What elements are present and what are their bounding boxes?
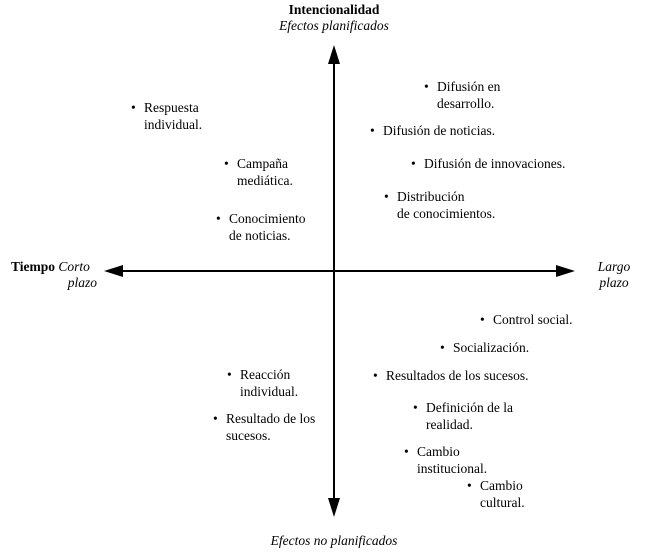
item-line: desarrollo. [437,96,495,111]
item-resultados-sucesos: • Resultados de los sucesos. [373,367,529,384]
item-line: Campaña [237,156,288,171]
bullet: • [413,400,418,415]
item-line: mediática. [237,173,293,188]
bullet: • [216,211,221,226]
item-line: Definición de la [426,400,513,415]
item-line: institucional. [417,461,488,476]
bullet: • [411,156,416,171]
item-line: Resultado de los [226,411,316,426]
item-line: Conocimiento [229,211,306,226]
item-line: realidad. [426,417,473,432]
axis-arrow-up [328,45,340,64]
axis-right-sub1: Largo [597,259,631,274]
item-line: Cambio [417,444,460,459]
item-line: Cambio [480,478,523,493]
item-control-social: • Control social. [480,311,573,328]
item-definicion-realidad: • Definición de la realidad. [413,399,513,433]
item-respuesta-individual: • Respuesta individual. [131,99,203,133]
item-conocimiento-noticias: • Conocimiento de noticias. [216,210,306,244]
item-campana-mediatica: • Campaña mediática. [224,155,293,189]
axis-top-subtitle: Efectos planificados [279,18,389,33]
axis-arrow-down [328,498,340,517]
item-reaccion-individual: • Reacción individual. [227,366,299,400]
item-line: individual. [144,117,203,132]
item-socializacion: • Socialización. [440,339,530,356]
item-line: de noticias. [229,228,291,243]
item-line: Resultados de los sucesos. [386,368,529,383]
item-cambio-cultural: • Cambio cultural. [467,477,525,511]
axis-left-label: Tiempo Corto [11,258,101,275]
axis-top-title: Intencionalidad [288,2,380,17]
item-line: Reacción [240,367,291,382]
item-line: Respuesta [144,100,199,115]
axis-left-title: Tiempo [11,259,56,274]
item-cambio-institucional: • Cambio institucional. [404,443,488,477]
item-line: Difusión de noticias. [383,123,496,138]
bullet: • [404,444,409,459]
bullet: • [224,156,229,171]
bullet: • [213,411,218,426]
item-line: Socialización. [453,340,530,355]
item-line: Control social. [493,312,573,327]
axis-left-sub1: Corto [58,259,90,274]
bullet: • [227,367,232,382]
bullet: • [373,368,378,383]
item-line: Distribución [397,189,465,204]
item-difusion-desarrollo: • Difusión en desarrollo. [424,78,501,112]
bullet: • [440,340,445,355]
item-resultado-sucesos: • Resultado de los sucesos. [213,410,316,444]
axis-left-sub2: plazo [67,275,97,290]
axis-arrow-right [556,265,575,277]
item-line: Difusión en [437,79,501,94]
item-line: sucesos. [226,428,271,443]
bullet: • [370,123,375,138]
axis-right-sub2: plazo [599,275,629,290]
axis-bottom-label: Efectos no planificados [270,533,398,548]
axis-arrow-left [104,265,123,277]
item-difusion-innovaciones: • Difusión de innovaciones. [411,155,566,172]
item-distribucion-conocimientos: • Distribución de conocimientos. [384,188,496,222]
item-line: de conocimientos. [397,206,496,221]
item-line: Difusión de innovaciones. [424,156,566,171]
bullet: • [131,100,136,115]
bullet: • [480,312,485,327]
item-line: individual. [240,384,299,399]
bullet: • [467,478,472,493]
item-difusion-noticias: • Difusión de noticias. [370,122,496,139]
item-line: cultural. [480,495,525,510]
bullet: • [424,79,429,94]
bullet: • [384,189,389,204]
